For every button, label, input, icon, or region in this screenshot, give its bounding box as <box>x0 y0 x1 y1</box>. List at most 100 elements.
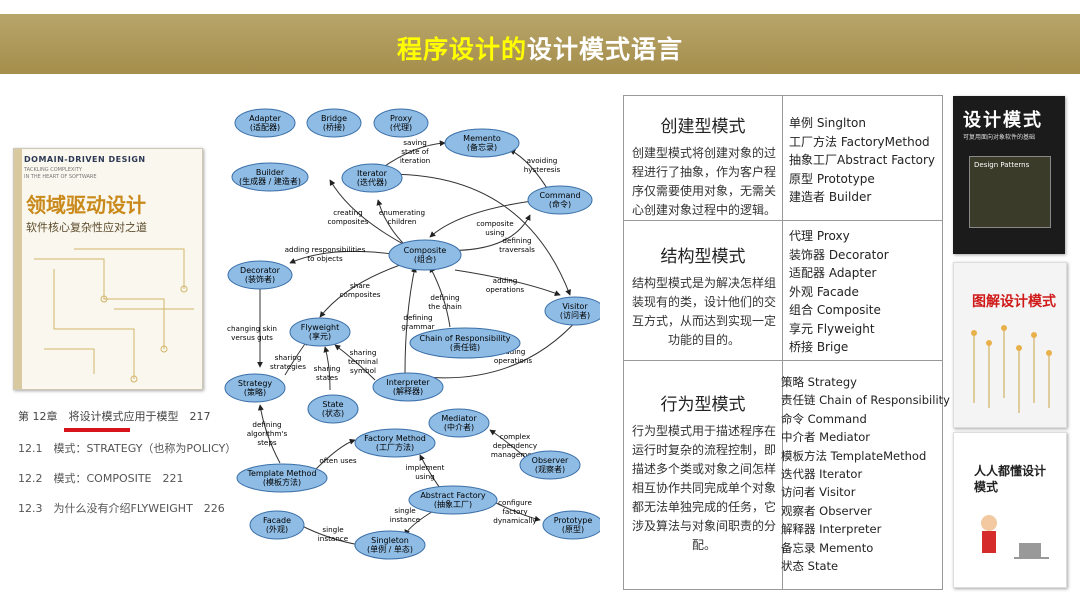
node-proxy: Proxy (代理) <box>374 109 428 137</box>
pattern-relationship-diagram: saving state of iteration avoiding hyste… <box>220 95 600 565</box>
behavioral-pattern-list: 策略 Strategy 责任链 Chain of Responsibility … <box>781 373 950 575</box>
edge-label: to objects <box>307 254 343 263</box>
pattern-item: 责任链 Chain of Responsibility <box>781 391 950 409</box>
toc-chapter: 第 12章 将设计模式应用于模型 217 <box>18 408 211 424</box>
svg-text:(解释器): (解释器) <box>393 386 423 396</box>
svg-text:(工厂方法): (工厂方法) <box>376 442 414 452</box>
svg-text:Interpreter: Interpreter <box>386 378 430 387</box>
pattern-item: 模板方法 TemplateMethod <box>781 447 950 465</box>
edge-label: implement <box>406 463 445 472</box>
svg-text:(迭代器): (迭代器) <box>357 177 387 187</box>
node-command: Command (命令) <box>528 186 592 214</box>
category-title-structural: 结构型模式 <box>624 242 782 267</box>
svg-text:(模板方法): (模板方法) <box>263 477 301 487</box>
edge-label: using <box>415 472 434 481</box>
edge-label: adding responsibilities <box>285 245 366 254</box>
pattern-item: 访问者 Visitor <box>781 483 950 501</box>
svg-text:(抽象工厂): (抽象工厂) <box>434 499 472 509</box>
svg-text:Bridge: Bridge <box>321 114 347 123</box>
svg-text:State: State <box>322 400 343 409</box>
pattern-item: 桥接 Brige <box>789 338 889 357</box>
edge-label: sharing <box>350 348 377 357</box>
edge-label: grammar <box>401 322 434 331</box>
svg-text:Command: Command <box>539 191 580 200</box>
node-builder: Builder (生成器 / 建造者) <box>232 163 308 191</box>
edge-label: factory <box>502 507 528 516</box>
svg-text:Memento: Memento <box>463 134 501 143</box>
node-interpreter: Interpreter (解释器) <box>373 373 443 401</box>
edge-label: defining <box>403 313 432 322</box>
svg-text:Singleton: Singleton <box>371 536 409 545</box>
svg-text:Factory Method: Factory Method <box>364 434 426 443</box>
svg-text:(原型): (原型) <box>562 525 584 534</box>
pattern-item: 工厂方法 FactoryMethod <box>789 133 935 152</box>
node-composite: Composite (组合) <box>389 240 461 270</box>
edge-label: children <box>388 217 417 226</box>
pattern-item: 状态 State <box>781 557 950 575</box>
pattern-category-table: 创建型模式 创建型模式将创建对象的过程进行了抽象，作为客户程序仅需要使用对象，无… <box>623 95 943 590</box>
node-decorator: Decorator (装饰者) <box>228 261 292 289</box>
svg-text:Flyweight: Flyweight <box>301 323 340 332</box>
ddd-book-cover: DOMAIN-DRIVEN DESIGN TACKLING COMPLEXITY… <box>13 148 203 390</box>
pattern-item: 解释器 Interpreter <box>781 520 950 538</box>
node-prototype: Prototype (原型) <box>543 511 600 539</box>
svg-text:Mediator: Mediator <box>441 414 477 423</box>
edge-label: operations <box>486 285 525 294</box>
svg-text:(装饰者): (装饰者) <box>245 274 275 284</box>
category-desc-behavioral: 行为型模式用于描述程序在运行时复杂的流程控制，即描述多个类或对象之间怎样相互协作… <box>632 422 776 555</box>
svg-text:(桥接): (桥接) <box>323 122 345 132</box>
svg-text:(组合): (组合) <box>414 254 436 264</box>
edge-label: enumerating <box>379 208 425 217</box>
illustrated-design-patterns-book-cover: 图解设计模式 <box>953 262 1067 428</box>
node-singleton: Singleton (单例 / 单态) <box>355 531 425 559</box>
edge-label: avoiding <box>527 156 558 165</box>
svg-text:Prototype: Prototype <box>554 516 593 525</box>
edge-label: states <box>316 373 338 382</box>
edge-label: symbol <box>350 366 376 375</box>
edge-label: instance <box>318 534 349 543</box>
edge-label: defining <box>252 420 281 429</box>
node-mediator: Mediator (中介者) <box>429 409 489 437</box>
svg-text:Chain of Responsibility: Chain of Responsibility <box>420 334 511 343</box>
pattern-item: 策略 Strategy <box>781 373 950 391</box>
pattern-item: 组合 Composite <box>789 301 889 320</box>
node-facade: Facade (外观) <box>250 511 304 539</box>
svg-text:Observer: Observer <box>532 456 569 465</box>
node-adapter: Adapter (适配器) <box>235 109 295 137</box>
book-cover-art: Design Patterns <box>969 156 1051 228</box>
pattern-item: 装饰器 Decorator <box>789 246 889 265</box>
node-bridge: Bridge (桥接) <box>307 109 361 137</box>
edge-label: dynamically <box>493 516 537 525</box>
book-cover-art <box>954 503 1066 583</box>
edge-label: instance <box>390 515 421 524</box>
pattern-item: 迭代器 Iterator <box>781 465 950 483</box>
pattern-item: 代理 Proxy <box>789 227 889 246</box>
svg-text:Facade: Facade <box>263 516 291 525</box>
svg-text:(备忘录): (备忘录) <box>467 142 497 152</box>
node-strategy: Strategy (策略) <box>225 374 285 402</box>
title-banner: 程序设计的设计模式语言 <box>0 14 1080 74</box>
edge-label: sharing <box>275 353 302 362</box>
everyone-understands-design-patterns-book-cover: 人人都懂设计模式 <box>953 432 1067 588</box>
pattern-item: 命令 Command <box>781 410 950 428</box>
pattern-item: 适配器 Adapter <box>789 264 889 283</box>
svg-text:Template Method: Template Method <box>246 469 316 478</box>
svg-text:(单例 / 单态): (单例 / 单态) <box>367 544 413 554</box>
node-factory-method: Factory Method (工厂方法) <box>355 429 435 457</box>
edge-label: state of <box>401 147 429 156</box>
edge-label: strategies <box>270 362 306 371</box>
structural-pattern-list: 代理 Proxy 装饰器 Decorator 适配器 Adapter 外观 Fa… <box>789 227 889 357</box>
table-row-divider <box>624 360 942 361</box>
creational-pattern-list: 单例 Singlton 工厂方法 FactoryMethod 抽象工厂Abstr… <box>789 114 935 207</box>
svg-text:(适配器): (适配器) <box>250 122 280 132</box>
svg-text:Proxy: Proxy <box>390 114 412 123</box>
category-title-creational: 创建型模式 <box>624 112 782 137</box>
category-desc-creational: 创建型模式将创建对象的过程进行了抽象，作为客户程序仅需要使用对象，无需关心创建对… <box>632 144 776 220</box>
svg-text:Adapter: Adapter <box>249 114 281 123</box>
edge-template-factory <box>315 440 355 470</box>
toc-item: 12.2 模式：COMPOSITE 221 <box>18 470 184 486</box>
edge-label: share <box>350 281 371 290</box>
node-visitor: Visitor (访问者) <box>545 297 600 325</box>
edge-label: often uses <box>319 456 357 465</box>
svg-text:(中介者): (中介者) <box>444 422 474 432</box>
